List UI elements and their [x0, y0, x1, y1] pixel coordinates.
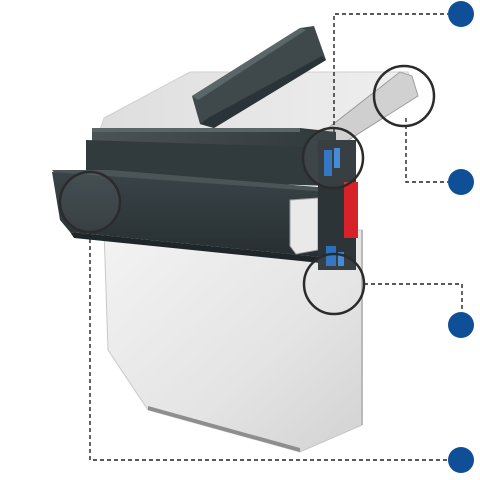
- callout-2-blue-dot-icon[interactable]: [448, 169, 474, 195]
- callout-markers: [448, 1, 474, 473]
- red-seal: [344, 182, 358, 238]
- leader-line-3: [364, 283, 463, 310]
- thermal-break-top: [324, 150, 332, 176]
- leader-line-4: [89, 232, 448, 461]
- callout-3-blue-dot-icon[interactable]: [448, 312, 474, 338]
- magnifier-ring-icon: [372, 64, 436, 128]
- top-profile-highlight: [92, 128, 300, 132]
- side-bracket-section: [289, 197, 319, 255]
- ridge-profile: [192, 26, 326, 128]
- glass-bottom-edge: [148, 406, 300, 452]
- thermal-break-bottom-2: [338, 252, 344, 266]
- lower-profile-lip: [70, 232, 330, 264]
- lower-profile-front: [52, 172, 330, 258]
- magnifier-ring-icon: [302, 252, 366, 316]
- callout-4-blue-dot-icon[interactable]: [448, 447, 474, 473]
- thermal-break-bottom: [326, 246, 336, 266]
- magnifiers: [58, 64, 436, 316]
- ridge-profile-highlight: [192, 28, 306, 100]
- thermal-break-top-2: [334, 148, 340, 168]
- ridge-profile-face: [200, 56, 326, 128]
- leader-line-2: [405, 118, 448, 183]
- callout-1-blue-dot-icon[interactable]: [448, 1, 474, 27]
- leader-lines: [89, 13, 463, 461]
- magnifier-ring-icon: [58, 170, 122, 234]
- magnifier-ring-icon: [301, 126, 365, 190]
